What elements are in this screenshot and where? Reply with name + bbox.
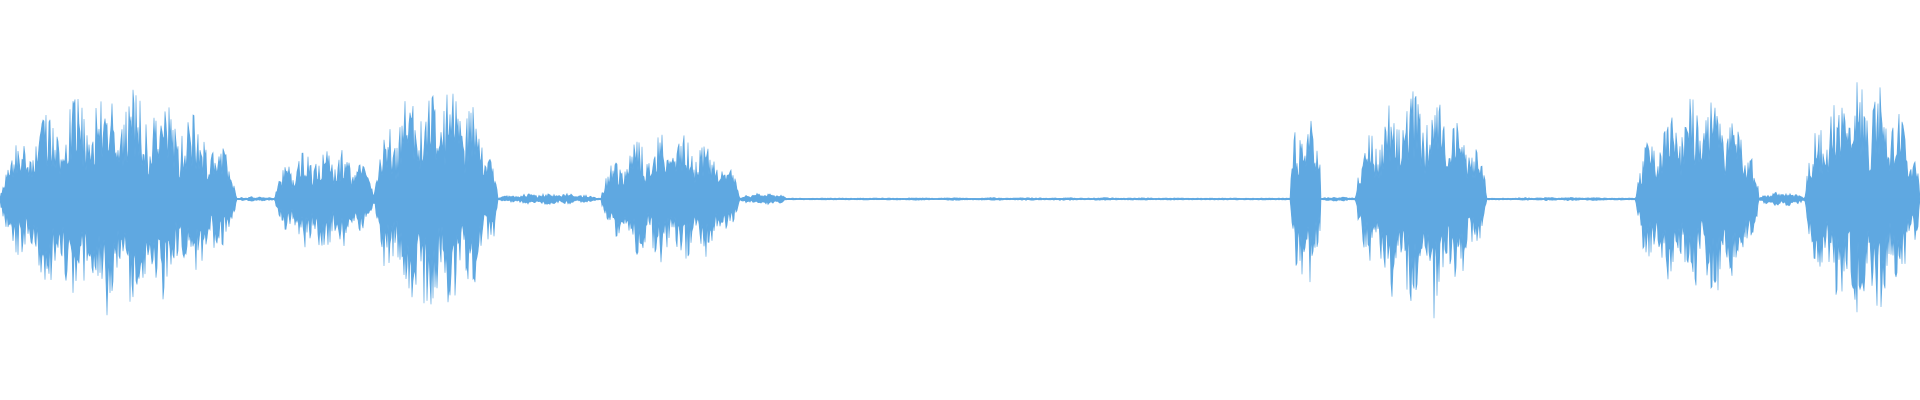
waveform-envelope bbox=[0, 82, 1920, 319]
